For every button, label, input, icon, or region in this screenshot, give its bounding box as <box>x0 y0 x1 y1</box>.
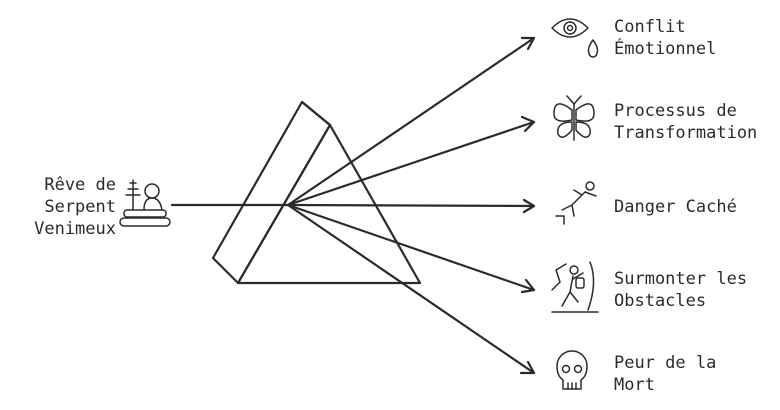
climber-icon <box>551 261 599 313</box>
source-label: Rêve de Serpent Venimeux <box>34 175 116 239</box>
skull-icon <box>556 350 588 390</box>
output-label-mort: Peur de la Mort <box>614 353 717 395</box>
ray-transformation <box>286 115 536 207</box>
eye-with-tear-icon <box>551 18 599 58</box>
ray-mort <box>286 203 536 375</box>
bust-on-pedestal-icon <box>119 179 171 227</box>
output-label-transformation: Processus de Transformation <box>614 101 758 143</box>
ray-conflit <box>286 36 536 207</box>
prism-icon <box>211 100 422 285</box>
falling-person-icon <box>555 181 597 225</box>
ray-danger <box>286 198 536 214</box>
butterfly-icon <box>553 95 595 141</box>
ray-obstacles <box>286 203 536 294</box>
output-rays <box>286 36 536 375</box>
output-label-obstacles: Surmonter les Obstacles <box>614 269 748 311</box>
output-label-conflit: Conflit Émotionnel <box>614 17 717 59</box>
output-label-danger: Danger Caché <box>614 197 737 217</box>
